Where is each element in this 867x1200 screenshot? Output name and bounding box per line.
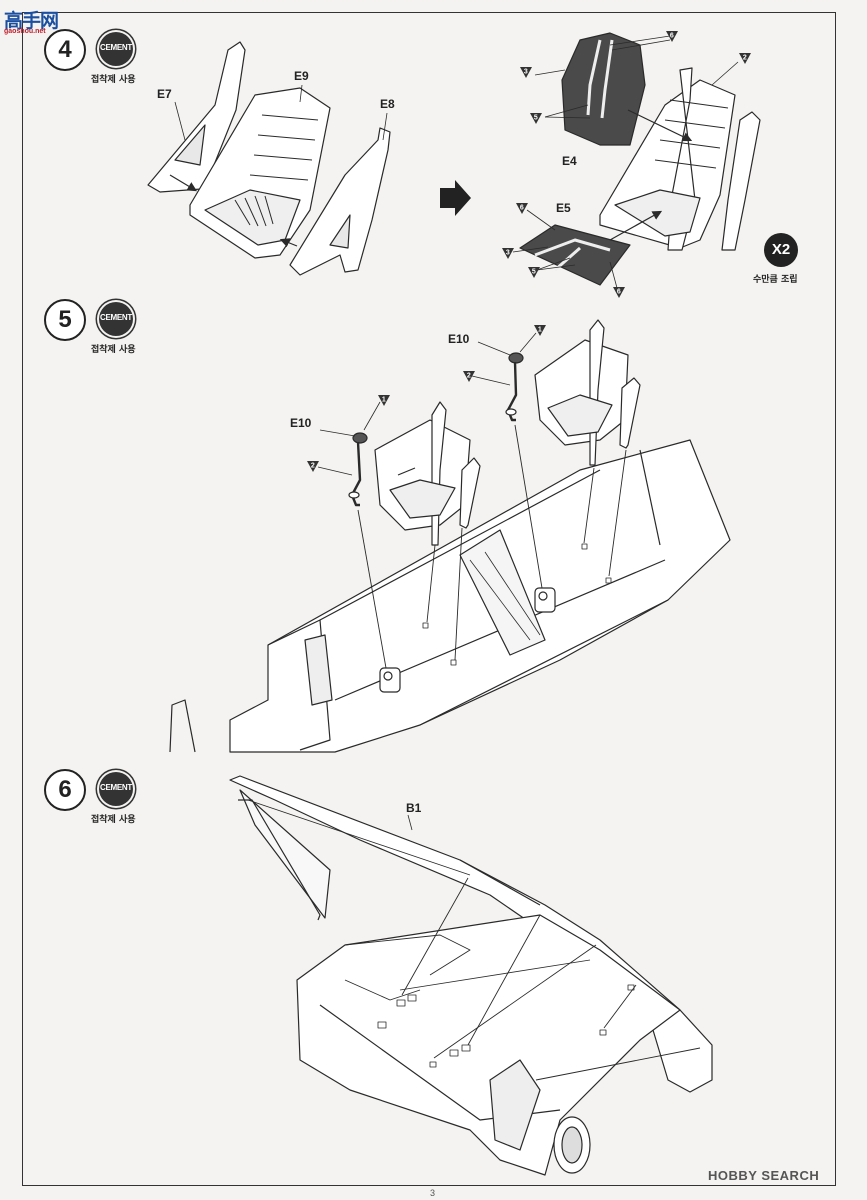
cement-icon: CEMENT [97,770,135,808]
svg-text:5: 5 [532,269,536,276]
assembled-seat [599,67,761,251]
marker-triangle: 2 [739,53,751,64]
step-number-4: 4 [44,29,86,71]
multiplier-note: 수만큼 조립 [753,275,798,285]
marker-triangle: 5 [530,113,542,124]
step-arrow-icon [440,180,471,216]
svg-text:1: 1 [382,397,386,404]
watermark-logo: 高手网 gaoshou.net [4,6,70,36]
svg-text:2: 2 [311,463,315,470]
svg-text:6: 6 [617,289,621,296]
guide-lines [401,877,701,1081]
part-e9 [189,87,331,259]
multiplier-badge: X2 [764,233,798,267]
marker-triangle: 2 [307,461,319,472]
svg-text:5: 5 [534,115,538,122]
label-e9: E9 [294,69,309,83]
cement-label: CEMENT [100,313,132,322]
part-e10-left [348,432,368,507]
label-e4: E4 [562,154,577,168]
label-e7: E7 [157,87,172,101]
watermark-url: gaoshou.net [4,28,46,35]
marker-triangle: 5 [528,267,540,278]
cement-icon: CEMENT [97,30,135,68]
svg-text:2: 2 [467,373,471,380]
step-number-5: 5 [44,299,86,341]
page-number: 3 [430,1188,436,1198]
label-e10: E10 [448,332,470,346]
page-frame [22,12,836,1186]
svg-text:2: 2 [743,55,747,62]
svg-text:3: 3 [524,69,528,76]
part-e8 [289,127,391,276]
cement-icon: CEMENT [97,300,135,338]
label-e10: E10 [290,416,312,430]
svg-text:3: 3 [506,250,510,257]
label-b1: B1 [406,801,422,815]
part-e10-right [505,352,524,422]
marker-triangle: 6 [516,203,528,214]
part-e5 [519,224,631,286]
marker-triangle: 3 [502,248,514,259]
marker-triangle: 3 [520,67,532,78]
part-b1 [229,775,713,1093]
cement-note: 접착제 사용 [91,75,136,85]
marker-triangle: 1 [378,395,390,406]
fuselage-cockpit [169,439,731,753]
marker-triangle: 6 [613,287,625,298]
cement-label: CEMENT [100,783,132,792]
cement-label: CEMENT [100,43,132,52]
label-e5: E5 [556,201,571,215]
footer-watermark: HOBBY SEARCH [708,1168,820,1183]
svg-text:6: 6 [520,205,524,212]
watermark-text: 高手网 [4,10,59,32]
marker-triangle: 1 [534,325,546,336]
seat-right [534,319,641,466]
fuselage-lower [296,914,681,1176]
svg-text:1: 1 [538,327,542,334]
label-e8: E8 [380,97,395,111]
cement-note: 접착제 사용 [91,815,136,825]
marker-triangle: 2 [463,371,475,382]
cement-note: 접착제 사용 [91,345,136,355]
seat-left [374,401,481,546]
guide-lines [357,424,627,669]
step-number-6: 6 [44,769,86,811]
part-e4 [561,32,646,146]
part-e7 [147,41,246,193]
svg-text:6: 6 [670,33,674,40]
marker-triangle: 6 [666,31,678,42]
